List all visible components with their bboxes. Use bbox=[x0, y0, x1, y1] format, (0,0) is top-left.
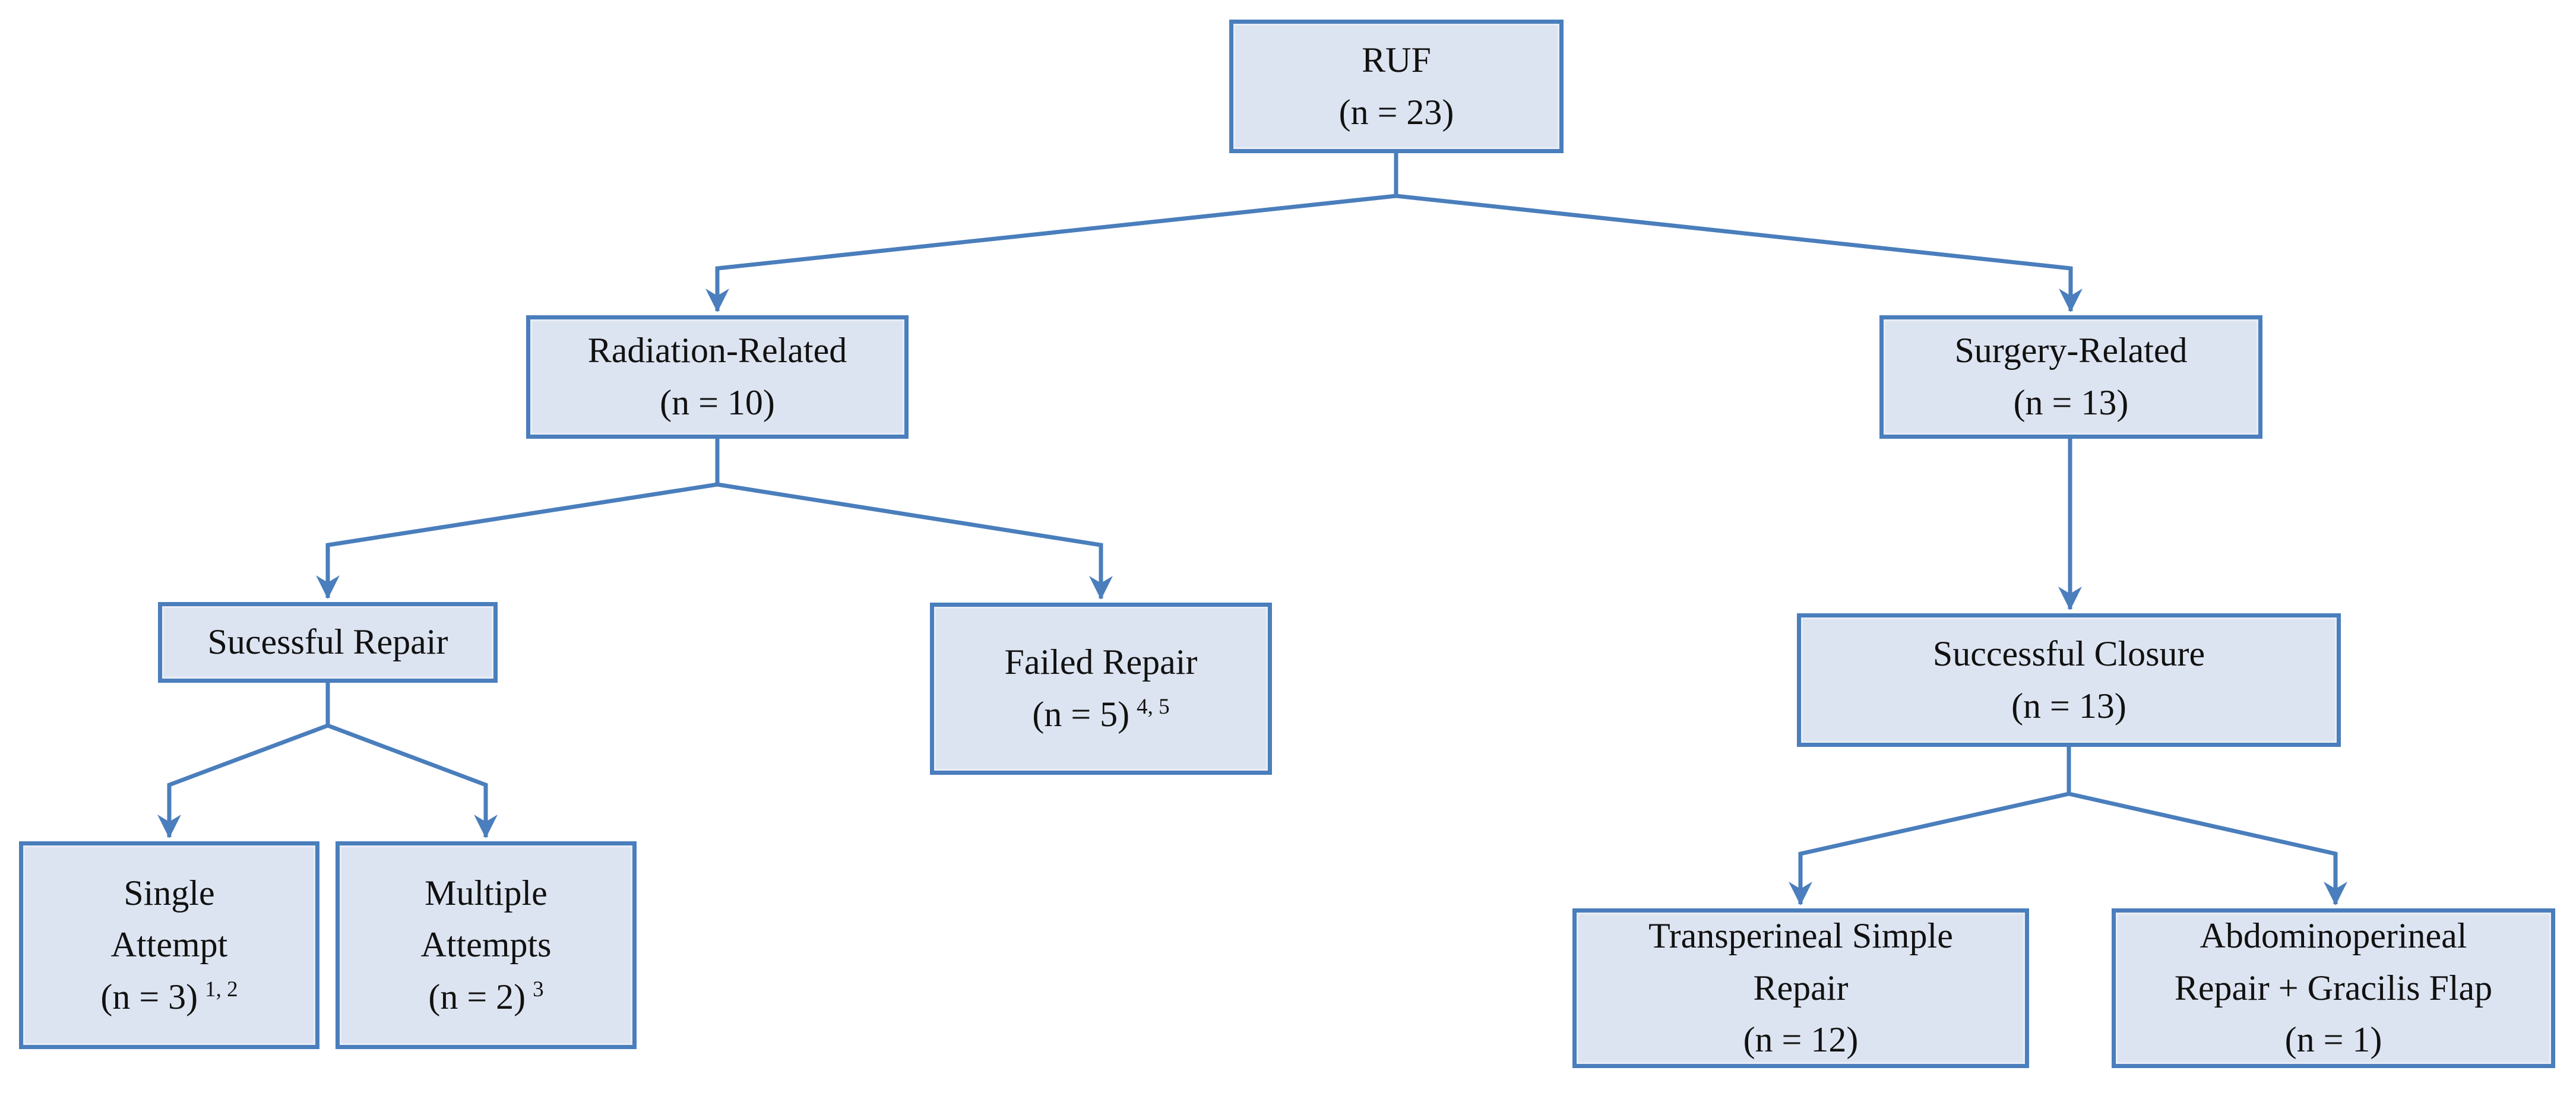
node-line: Radiation-Related bbox=[587, 331, 847, 370]
node-label: Successful Closure (n = 13) bbox=[1933, 628, 2205, 732]
node-surgery-related: Surgery-Related (n = 13) bbox=[1879, 315, 2262, 439]
edge-radiation-to-successful-repair bbox=[316, 439, 720, 599]
node-label: Abdominoperineal Repair + Gracilis Flap … bbox=[2175, 910, 2492, 1066]
edge-closure-to-transperineal bbox=[1789, 747, 2071, 905]
node-successful-closure: Successful Closure (n = 13) bbox=[1797, 613, 2341, 747]
node-ruf: RUF (n = 23) bbox=[1229, 20, 1564, 153]
footnote-superscript: 1, 2 bbox=[205, 977, 238, 1002]
edge-successful-repair-to-single-attempt bbox=[157, 683, 330, 838]
node-line: RUF bbox=[1362, 40, 1431, 80]
node-line: Successful Closure bbox=[1932, 633, 2205, 673]
node-failed-repair: Failed Repair (n = 5)4, 5 bbox=[930, 603, 1272, 775]
node-multiple-attempts: Multiple Attempts (n = 2)3 bbox=[336, 841, 637, 1049]
node-label: Transperineal Simple Repair (n = 12) bbox=[1648, 910, 1953, 1066]
edge-successful-repair-to-multiple-attempts bbox=[325, 683, 498, 838]
node-line: Multiple bbox=[425, 873, 548, 913]
edge-ruf-to-surgery bbox=[1394, 153, 2083, 312]
node-transperineal-simple-repair: Transperineal Simple Repair (n = 12) bbox=[1572, 908, 2029, 1068]
node-successful-repair: Sucessful Repair bbox=[158, 602, 498, 683]
node-line: Attempts bbox=[420, 925, 552, 965]
footnote-superscript: 4, 5 bbox=[1137, 695, 1170, 719]
node-line: Repair bbox=[1753, 968, 1849, 1008]
node-line: Attempt bbox=[110, 925, 228, 965]
node-single-attempt: Single Attempt (n = 3)1, 2 bbox=[19, 841, 319, 1049]
node-radiation-related: Radiation-Related (n = 10) bbox=[526, 315, 909, 439]
edge-radiation-to-failed-repair bbox=[715, 439, 1113, 600]
node-label: Radiation-Related (n = 10) bbox=[588, 325, 847, 429]
node-count: (n = 13) bbox=[2011, 686, 2126, 726]
node-abdominoperineal-repair-gracilis-flap: Abdominoperineal Repair + Gracilis Flap … bbox=[2112, 908, 2555, 1068]
node-count: (n = 2)3 bbox=[428, 977, 544, 1016]
node-count: (n = 12) bbox=[1743, 1020, 1859, 1060]
node-line: Single bbox=[124, 873, 215, 913]
node-line: Failed Repair bbox=[1004, 642, 1198, 682]
footnote-superscript: 3 bbox=[533, 977, 544, 1002]
node-label: Multiple Attempts (n = 2)3 bbox=[421, 867, 552, 1024]
node-label: Failed Repair (n = 5)4, 5 bbox=[1005, 636, 1198, 740]
node-count: (n = 23) bbox=[1338, 92, 1454, 132]
node-line: Sucessful Repair bbox=[207, 622, 448, 662]
node-line: Surgery-Related bbox=[1954, 331, 2188, 370]
node-label: Surgery-Related (n = 13) bbox=[1954, 325, 2187, 429]
node-count: (n = 1) bbox=[2284, 1020, 2382, 1060]
edge-closure-to-abdominoperineal bbox=[2067, 747, 2347, 905]
edge-ruf-to-radiation bbox=[705, 153, 1398, 312]
node-label: Single Attempt (n = 3)1, 2 bbox=[100, 867, 238, 1024]
node-label: Sucessful Repair bbox=[208, 616, 448, 669]
node-count: (n = 10) bbox=[660, 383, 775, 422]
node-line: Transperineal Simple bbox=[1648, 916, 1953, 956]
node-line: Abdominoperineal bbox=[2200, 916, 2467, 956]
node-label: RUF (n = 23) bbox=[1339, 34, 1454, 138]
node-count: (n = 5)4, 5 bbox=[1032, 695, 1170, 734]
node-count: (n = 3)1, 2 bbox=[100, 977, 238, 1016]
node-count: (n = 13) bbox=[2013, 383, 2129, 422]
node-line: Repair + Gracilis Flap bbox=[2174, 968, 2493, 1008]
